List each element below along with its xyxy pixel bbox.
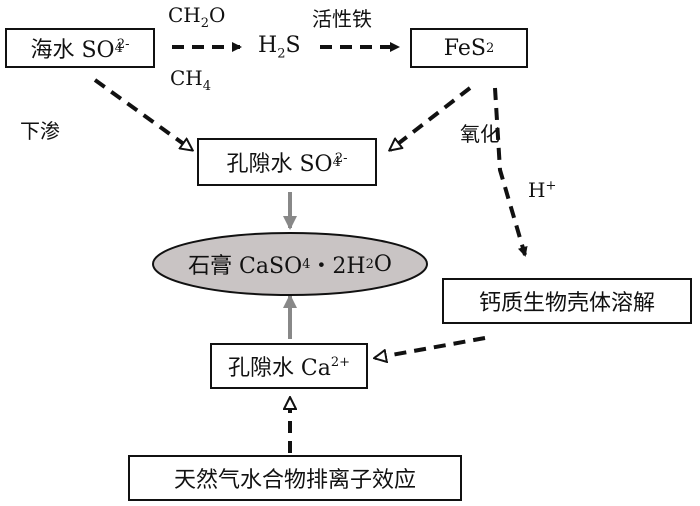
label-ch2o-sub: 2	[200, 16, 210, 31]
node-h2s: H2S	[258, 33, 301, 61]
label-hplus: H+	[528, 178, 556, 202]
node-calcite-text: 钙质生物壳体溶解	[478, 291, 655, 316]
node-gypsum-pre: 石膏 CaSO	[188, 254, 303, 279]
node-gypsum-post: O	[373, 251, 392, 277]
node-pore-ca-sup: 2+	[330, 354, 351, 370]
node-seawater-text: 海水 SO	[30, 38, 115, 63]
node-h2s-tail: S	[285, 33, 301, 58]
node-h2s-text: H	[258, 33, 278, 58]
label-hplus-pre: H	[528, 178, 546, 202]
node-gypsum-mid: ・2H	[310, 254, 366, 279]
arrow-oxidation	[493, 87, 528, 257]
label-ch2o-post: O	[209, 3, 226, 27]
node-calcite-dissolution: 钙质生物壳体溶解	[442, 278, 692, 324]
label-active-iron: 活性铁	[312, 7, 372, 31]
label-hplus-sup: +	[545, 178, 557, 194]
label-ch4: CH4	[170, 66, 211, 94]
node-seawater-sub: 4	[114, 40, 123, 56]
label-ch2o-pre: CH	[168, 3, 201, 27]
label-ch4-pre: CH	[170, 66, 203, 90]
label-ch4-sub: 4	[202, 79, 212, 94]
label-oxidation: 氧化	[460, 122, 500, 146]
node-pore-so4-sup: 2-	[334, 150, 348, 166]
node-hydrate-exclusion: 天然气水合物排离子效应	[128, 455, 462, 501]
node-fes2-text: FeS	[443, 35, 486, 61]
node-gypsum-sub1: 4	[302, 256, 311, 272]
gypsum-ellipse	[152, 232, 428, 296]
label-ch2o: CH2O	[168, 3, 225, 31]
node-fes2-sub: 2	[485, 40, 495, 56]
node-seawater-sup: 2-	[116, 36, 130, 52]
node-pore-so4-sub: 4	[332, 154, 341, 170]
node-pore-ca-text: 孔隙水 Ca	[227, 356, 331, 381]
arrow-fes2-to-pore-so4	[390, 86, 472, 150]
arrow-calcite-to-pore-ca	[375, 336, 486, 358]
node-gypsum-sub2: 2	[365, 256, 374, 272]
node-hydrate-text: 天然气水合物排离子效应	[173, 468, 416, 493]
label-infiltration: 下渗	[20, 119, 60, 143]
node-pore-so4-text: 孔隙水 SO	[226, 152, 333, 177]
node-h2s-sub: 2	[277, 46, 286, 62]
